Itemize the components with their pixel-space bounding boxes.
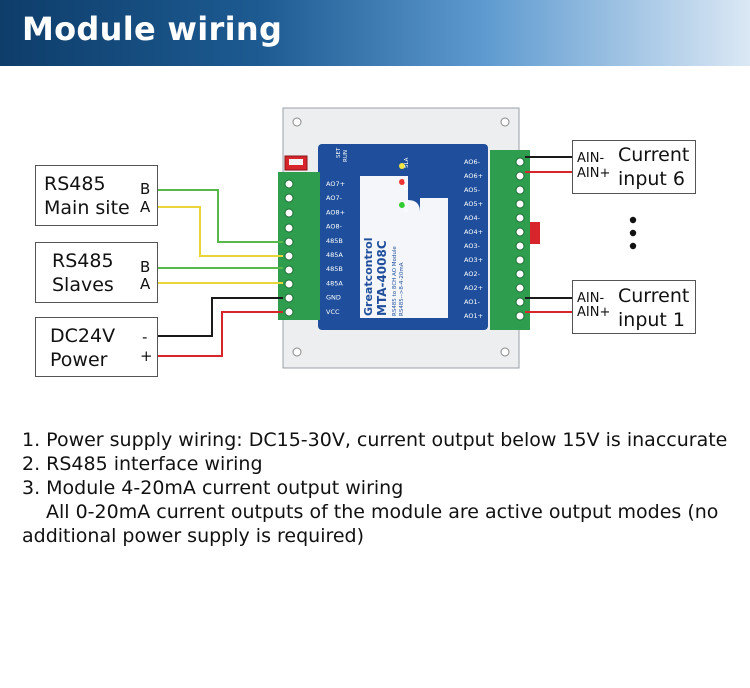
led-run-label: RUN	[404, 200, 410, 212]
right-pin-label: AO2-	[464, 270, 481, 278]
left-pin-label: VCC	[326, 308, 340, 316]
led-sla-label: SLA	[404, 157, 410, 168]
slaves-term-b: B	[140, 258, 151, 276]
right-pin-label: AO2+	[464, 284, 483, 292]
switch-run-label: RUN	[343, 150, 349, 162]
ellipsis-dot-icon	[629, 216, 637, 224]
left-pin-label: 485B	[326, 237, 343, 245]
right-pin-label: AO4+	[464, 228, 483, 236]
main-site-line1: RS485	[44, 173, 106, 195]
wiring-diagram: AO7+ AO7- AO8+ AO8- 485B 485A 485B 485A GND VCC AO…	[158, 107, 637, 369]
right-pin-label: AO3-	[464, 242, 481, 250]
input1-line2: input 1	[618, 309, 686, 331]
wire-main-a	[158, 206, 283, 257]
left-pin-label: AO8-	[326, 223, 343, 231]
left-pin-label: 485B	[326, 265, 343, 273]
note-line-1: 1. Power supply wiring: DC15-30V, curren…	[22, 429, 728, 451]
page-title: Module wiring	[22, 10, 283, 48]
module-brand: Greatcontrol	[362, 237, 375, 316]
current-input-1-box: AIN- AIN+ Current input 1	[572, 280, 696, 334]
power-term-neg: -	[142, 328, 148, 346]
power-line1: DC24V	[50, 325, 116, 347]
mount-hole-icon	[292, 117, 302, 127]
dc24v-power-box: DC24V Power - +	[35, 317, 158, 377]
wiring-notes: 1. Power supply wiring: DC15-30V, curren…	[22, 428, 737, 548]
right-pin-label: AO3+	[464, 256, 483, 264]
power-line2: Power	[50, 349, 108, 371]
input6-line2: input 6	[618, 168, 686, 190]
rs485-main-site-box: RS485 Main site B A	[35, 165, 158, 226]
main-site-line2: Main site	[44, 197, 130, 219]
right-pin-label: AO6-	[464, 158, 481, 166]
left-pin-label: AO8+	[326, 208, 345, 216]
wire-power-neg	[158, 297, 283, 337]
led-run-icon	[399, 202, 405, 208]
module-text: AO7+ AO7- AO8+ AO8- 485B 485A 485B 485A GND VCC AO…	[326, 147, 483, 320]
rs485-slaves-box: RS485 Slaves B A	[35, 242, 158, 303]
input1-line1: Current	[618, 285, 690, 307]
slaves-line2: Slaves	[52, 274, 114, 296]
wire-main-b	[158, 189, 283, 243]
right-pin-label: AO1-	[464, 298, 481, 306]
module-label-panel	[360, 176, 448, 318]
mount-hole-icon	[292, 347, 302, 357]
switch-set-label: SET	[336, 147, 342, 158]
input1-ain-neg: AIN-	[577, 291, 605, 306]
right-pin-label: AO6+	[464, 172, 483, 180]
slaves-term-a: A	[140, 275, 151, 293]
module-desc-2: RS485-->8-4-20mA	[399, 262, 405, 316]
ellipsis-dot-icon	[629, 242, 637, 250]
input6-ain-neg: AIN-	[577, 151, 605, 166]
module-desc-1: RS485 to 8CH AO Module	[392, 246, 398, 316]
right-pin-label: AO5-	[464, 186, 481, 194]
right-pin-label: AO5+	[464, 200, 483, 208]
right-pin-label: AO4-	[464, 214, 481, 222]
note-line-2: 2. RS485 interface wiring	[22, 453, 263, 475]
led-err-label: ERR	[404, 179, 410, 190]
note-line-4-text: All 0-20mA current outputs of the module…	[22, 501, 719, 547]
input6-ain-pos: AIN+	[577, 166, 611, 181]
input1-ain-pos: AIN+	[577, 305, 611, 320]
main-site-term-a: A	[140, 198, 151, 216]
left-pin-label: GND	[326, 294, 341, 302]
header-banner: Module wiring	[0, 0, 750, 66]
right-terminal-screws	[515, 157, 525, 321]
mount-hole-icon	[500, 347, 510, 357]
power-term-pos: +	[140, 347, 153, 365]
current-input-6-box: AIN- AIN+ Current input 6	[572, 140, 696, 194]
input6-line1: Current	[618, 144, 690, 166]
module-model: MTA-4008C	[375, 240, 389, 316]
left-pin-label: AO7-	[326, 194, 343, 202]
note-line-4: All 0-20mA current outputs of the module…	[22, 500, 737, 548]
right-pin-label: AO1+	[464, 312, 483, 320]
mount-hole-icon	[500, 117, 510, 127]
left-pin-label: 485A	[326, 279, 343, 287]
led-err-icon	[399, 179, 405, 185]
left-pin-label: 485A	[326, 251, 343, 259]
left-pin-label: AO7+	[326, 180, 345, 188]
note-line-3: 3. Module 4-20mA current output wiring	[22, 477, 404, 499]
wire-power-pos	[158, 311, 283, 357]
led-sla-icon	[399, 163, 405, 169]
left-terminal-block	[278, 172, 320, 320]
slaves-line1: RS485	[52, 250, 114, 272]
left-terminal-screws	[284, 179, 294, 317]
rail-clip	[530, 222, 540, 244]
ellipsis-dot-icon	[629, 229, 637, 237]
main-site-term-b: B	[140, 180, 151, 198]
